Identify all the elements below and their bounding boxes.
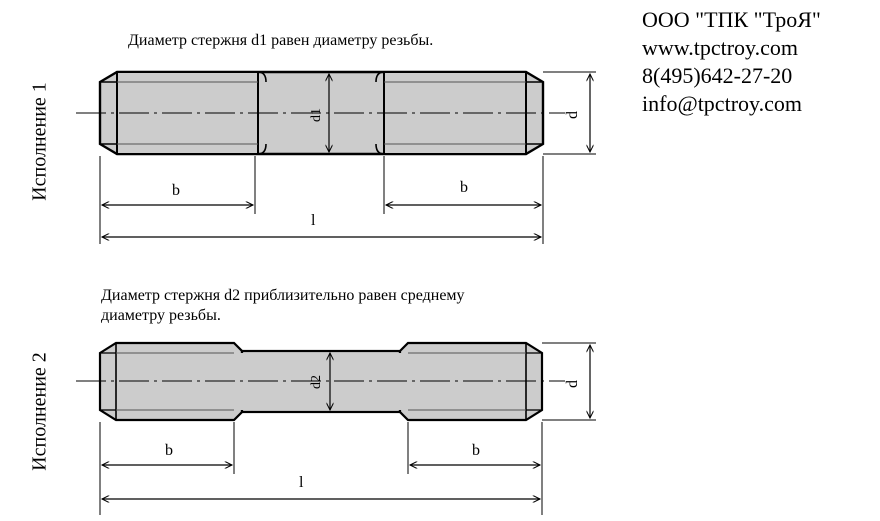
variant2-label-d2: d2 [309, 375, 324, 389]
company-website: www.tpctroy.com [642, 35, 798, 60]
variant1-label-l: l [311, 212, 316, 229]
variant1-label-b-right: b [460, 179, 468, 196]
variant1-caption: Диаметр стержня d1 равен диаметру резьбы… [128, 32, 434, 49]
variant1-dim-d [543, 71, 596, 155]
company-name: ООО "ТПК "ТроЯ" [642, 7, 821, 32]
variant2-caption-line1: Диаметр стержня d2 приблизительно равен … [101, 287, 465, 304]
variant2-stud [76, 341, 565, 422]
variant2-caption-line2: диаметру резьбы. [101, 307, 221, 324]
company-email: info@tpctroy.com [642, 91, 802, 116]
variant1-label-d: d [564, 111, 581, 119]
variant1-stud [76, 70, 565, 156]
variant1-label-d1: d1 [309, 108, 324, 122]
variant2-label-b-right: b [472, 442, 480, 459]
variant2-label-l: l [299, 474, 304, 491]
company-info: ООО "ТПК "ТроЯ" www.tpctroy.com 8(495)64… [642, 6, 821, 118]
variant2-label-b-left: b [165, 442, 173, 459]
variant2-label-d: d [564, 380, 581, 388]
variant2-dim-d [542, 342, 596, 421]
variant1-label-b-left: b [172, 182, 180, 199]
company-phone: 8(495)642-27-20 [642, 63, 793, 88]
